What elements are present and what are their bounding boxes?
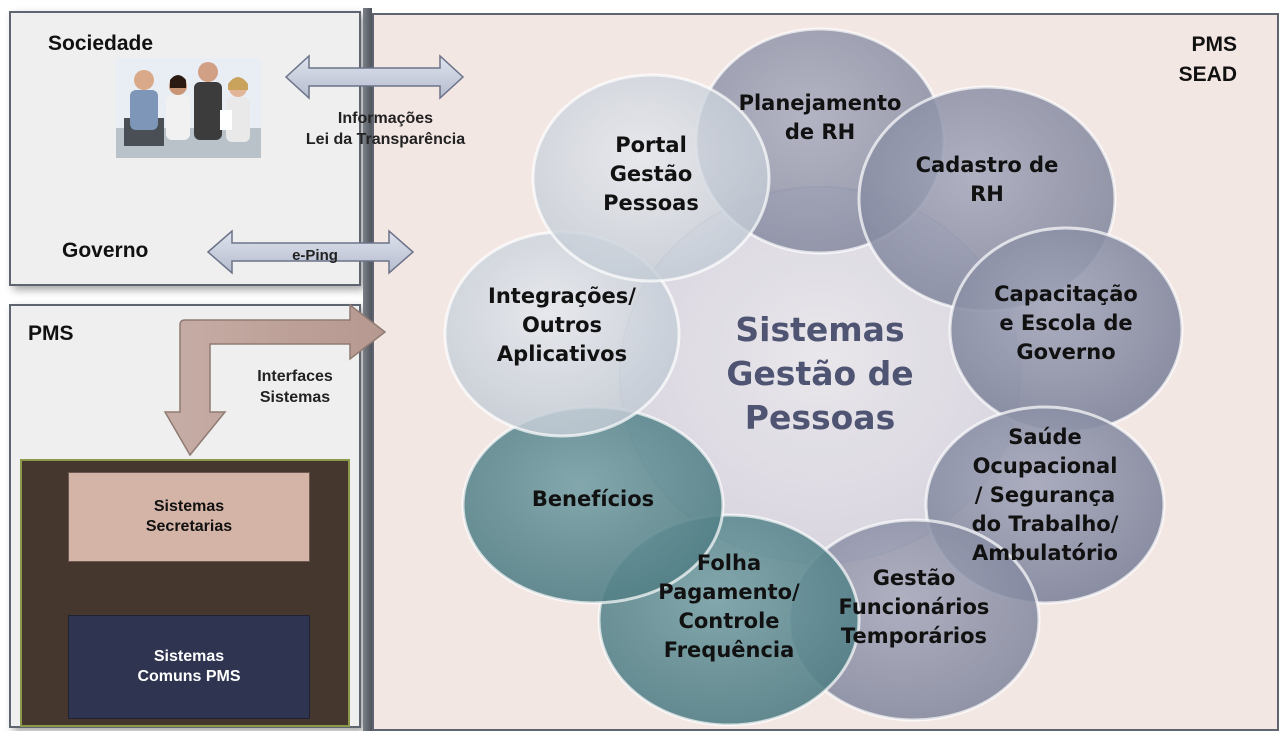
- module-label-gestao-temporarios-line2: Funcionários: [839, 595, 990, 619]
- module-label-integracoes-line3: Aplicativos: [497, 342, 627, 366]
- eping-double-arrow: [206, 229, 415, 275]
- module-label-saude-line1: Saúde: [1008, 425, 1082, 449]
- interfaces-line1: Interfaces: [257, 368, 333, 385]
- module-circle-portal: [531, 73, 771, 283]
- interfaces-label: Interfaces Sistemas: [236, 366, 354, 408]
- module-label-folha-line1: Folha: [697, 551, 761, 575]
- sead-title-line1: PMS: [1191, 33, 1237, 56]
- secretarias-line1: Sistemas: [153, 498, 225, 515]
- people-photo: [116, 58, 261, 158]
- module-label-saude-line5: Ambulatório: [972, 541, 1118, 565]
- module-labels-group: Planejamento de RH Cadastro de RH Capacitaçã…: [488, 91, 1138, 662]
- sistemas-secretarias-box: Sistemas Secretarias: [68, 472, 310, 562]
- pms-sead-title: PMS SEAD: [1179, 30, 1237, 90]
- center-text-line2: Gestão de: [726, 354, 913, 393]
- pms-title: PMS: [28, 322, 74, 345]
- module-label-saude-line3: / Segurança: [975, 483, 1115, 507]
- module-label-folha-line4: Frequência: [664, 638, 795, 662]
- module-label-capacitacao-line3: Governo: [1016, 340, 1115, 364]
- module-label-folha-line3: Controle: [678, 609, 779, 633]
- interfaces-line2: Sistemas: [259, 389, 331, 406]
- informacoes-double-arrow: [284, 54, 465, 100]
- sead-title-line2: SEAD: [1178, 63, 1237, 86]
- module-label-capacitacao-line2: e Escola de: [999, 311, 1132, 335]
- module-label-integracoes-line2: Outros: [522, 313, 602, 337]
- module-label-integracoes-line1: Integrações/: [488, 284, 636, 308]
- module-label-saude-line4: do Trabalho/: [972, 512, 1119, 536]
- panel-separator: [363, 8, 372, 731]
- module-label-capacitacao-line1: Capacitação: [994, 282, 1138, 306]
- module-label-beneficios-line1: Benefícios: [532, 487, 654, 511]
- module-label-portal-line3: Pessoas: [603, 191, 699, 215]
- governo-title: Governo: [62, 239, 149, 262]
- informacoes-line1: Informações: [337, 110, 434, 127]
- interfaces-bent-arrow: [163, 303, 387, 457]
- comuns-line2: Comuns PMS: [137, 668, 241, 685]
- module-label-planejamento-line1: Planejamento: [739, 91, 902, 115]
- module-label-gestao-temporarios-line3: Temporários: [841, 624, 987, 648]
- comuns-line1: Sistemas: [153, 648, 225, 665]
- module-label-planejamento-line2: de RH: [785, 120, 855, 144]
- module-label-cadastro-line1: Cadastro de: [916, 153, 1059, 177]
- module-label-cadastro-line2: RH: [970, 182, 1004, 206]
- module-label-portal-line2: Gestão: [610, 162, 693, 186]
- module-label-portal-line1: Portal: [615, 133, 687, 157]
- module-circles-group: [443, 27, 1184, 727]
- module-label-folha-line2: Pagamento/: [658, 580, 800, 604]
- eping-label: e-Ping: [292, 247, 338, 264]
- informacoes-line2: Lei da Transparência: [305, 131, 466, 148]
- module-label-gestao-temporarios-line1: Gestão: [873, 566, 956, 590]
- center-text-line1: Sistemas: [735, 310, 904, 349]
- center-text-line3: Pessoas: [745, 398, 895, 437]
- sistemas-comuns-box: Sistemas Comuns PMS: [68, 615, 310, 719]
- secretarias-line2: Secretarias: [145, 518, 233, 535]
- sociedade-title: Sociedade: [48, 32, 154, 55]
- module-label-saude-line2: Ocupacional: [973, 454, 1118, 478]
- informacoes-label: Informações Lei da Transparência: [278, 108, 493, 150]
